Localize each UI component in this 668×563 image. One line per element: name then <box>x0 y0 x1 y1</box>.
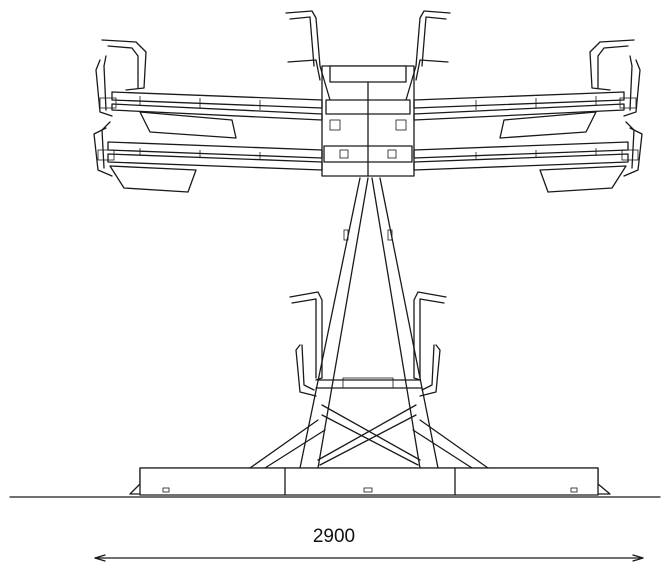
a-frame-support <box>249 177 489 469</box>
outer-seats-right <box>589 39 643 177</box>
outer-seats-left <box>93 39 147 177</box>
dimension-line <box>94 554 644 562</box>
base-slab <box>129 467 611 496</box>
center-top-seats <box>285 10 451 101</box>
arms-left <box>107 91 323 171</box>
lower-seat-right <box>413 291 447 397</box>
seat-pans <box>109 111 627 193</box>
hub <box>321 65 415 177</box>
arms-right <box>413 91 629 171</box>
lower-seat-left <box>289 291 323 397</box>
overall-width-label: 2900 <box>312 526 356 547</box>
